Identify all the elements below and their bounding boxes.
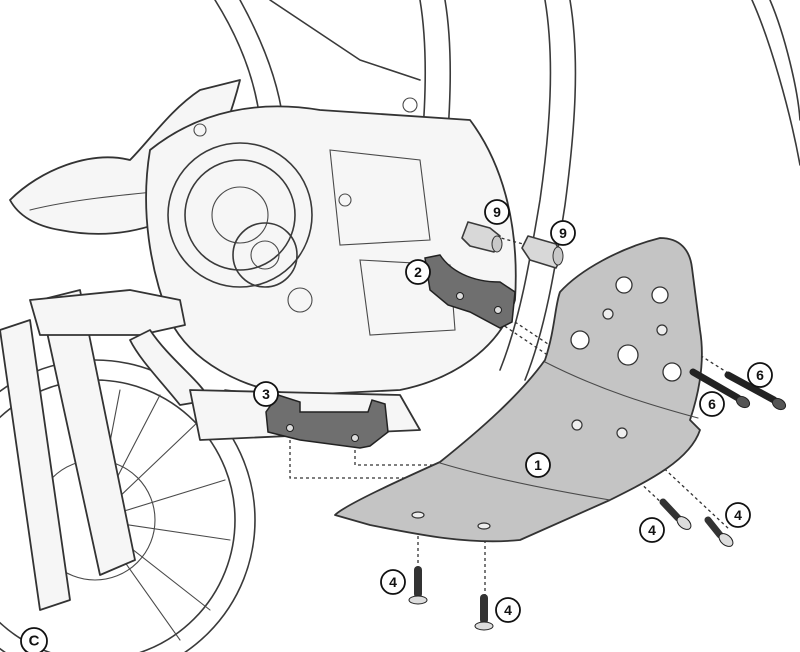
callout-label-4c: 4	[648, 522, 656, 538]
callout-bracket-right: 2	[405, 259, 431, 285]
screw-side-right	[704, 516, 734, 547]
skid-plate-holes	[411, 276, 682, 530]
bracket-right	[424, 254, 516, 329]
callout-screw-bottom-left: 4	[380, 569, 406, 595]
screw-bottom-left	[408, 566, 428, 605]
callout-label-6a: 6	[708, 396, 716, 412]
callout-label-6b: 6	[756, 367, 764, 383]
callout-screw-bottom-right: 4	[495, 597, 521, 623]
short-screws	[408, 498, 734, 631]
spacer-right	[521, 235, 564, 269]
screw-side-left	[659, 498, 692, 530]
callout-plate: 1	[525, 452, 551, 478]
section-label: C	[20, 627, 48, 652]
bolt-long-lower	[689, 368, 751, 409]
section-label-text: C	[29, 633, 40, 650]
callout-spacer-left: 9	[484, 199, 510, 225]
callout-label-2: 2	[414, 264, 422, 280]
callout-bolt-long-lower: 6	[699, 391, 725, 417]
spacer-left	[461, 221, 503, 253]
callout-label-3: 3	[262, 386, 270, 402]
long-bolts	[689, 368, 787, 411]
spacers	[461, 221, 564, 269]
callout-screw-side-right: 4	[725, 502, 751, 528]
callout-label-9a: 9	[493, 204, 501, 220]
callout-label-4b: 4	[504, 602, 512, 618]
bolt-long-upper	[724, 371, 787, 411]
skid-plate	[334, 237, 703, 543]
callout-label-4a: 4	[389, 574, 397, 590]
screw-bottom-right	[474, 594, 494, 631]
callout-bolt-long-upper: 6	[747, 362, 773, 388]
callout-label-9b: 9	[559, 225, 567, 241]
callout-label-4d: 4	[734, 507, 742, 523]
callout-label-1: 1	[534, 457, 542, 473]
callout-bracket-left: 3	[253, 381, 279, 407]
callout-screw-side-left: 4	[639, 517, 665, 543]
bracket-left	[265, 394, 389, 449]
callout-spacer-right: 9	[550, 220, 576, 246]
